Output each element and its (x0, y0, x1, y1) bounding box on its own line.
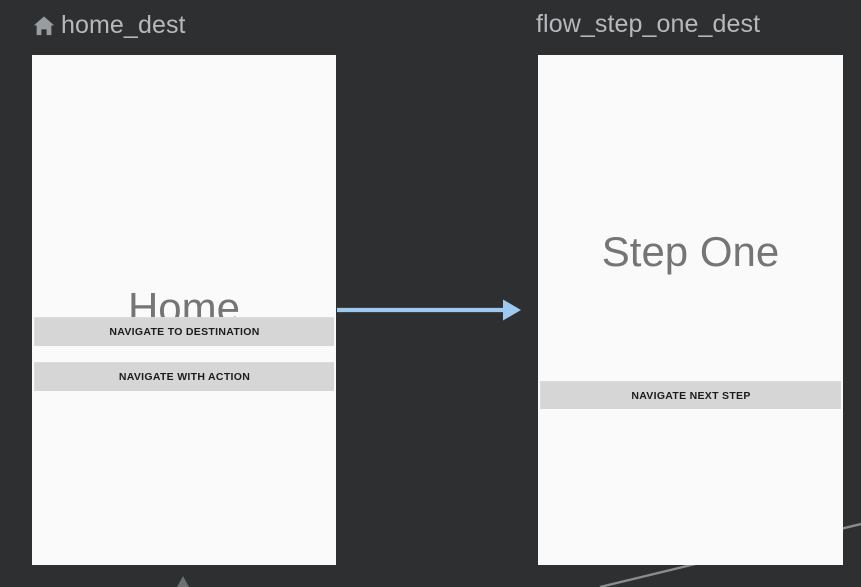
destination-flow-step-one-screen[interactable]: Step One NAVIGATE NEXT STEP (538, 55, 843, 565)
navigate-to-destination-button[interactable]: NAVIGATE TO DESTINATION (34, 317, 334, 346)
action-arrow-home-to-step-one[interactable] (335, 297, 525, 323)
navigate-with-action-button[interactable]: NAVIGATE WITH ACTION (34, 362, 334, 391)
destination-flow-step-one-header[interactable]: flow_step_one_dest (536, 12, 760, 37)
destination-home-screen[interactable]: Home NAVIGATE TO DESTINATION NAVIGATE WI… (32, 55, 336, 565)
destination-home-label: home_dest (61, 10, 186, 39)
action-arrow-head (503, 299, 521, 321)
navigate-next-step-button[interactable]: NAVIGATE NEXT STEP (540, 381, 841, 409)
home-icon (33, 16, 55, 36)
destination-flow-step-one-label: flow_step_one_dest (536, 10, 761, 38)
incoming-connector-arrowhead (177, 576, 189, 587)
destination-home-header[interactable]: home_dest (31, 12, 186, 38)
step-one-screen-title: Step One (601, 228, 780, 275)
